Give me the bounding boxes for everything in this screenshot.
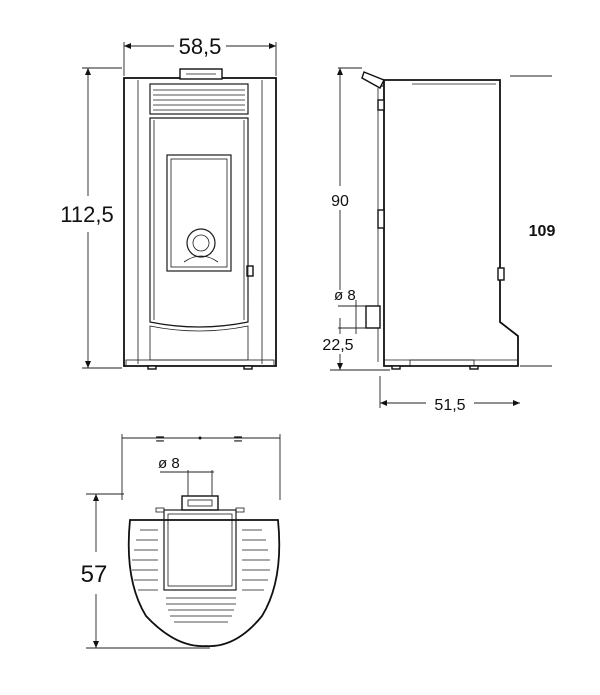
front-view: 58,5 112,5 <box>60 34 277 370</box>
top-depth-dimension: 57 <box>81 493 210 649</box>
top-depth-label: 57 <box>81 561 108 588</box>
side-view: 90 109 ø 8 22,5 51 <box>322 67 556 414</box>
front-body-outline <box>123 77 277 367</box>
top-flue-outlet <box>181 495 219 511</box>
side-pipe-height-label: 22,5 <box>322 337 353 354</box>
top-body-outline <box>127 519 281 647</box>
front-width-label: 58,5 <box>179 34 222 59</box>
front-base <box>125 359 275 367</box>
side-top-handle <box>361 71 385 89</box>
front-height-dimension: 112,5 <box>60 67 122 369</box>
front-door <box>149 117 249 328</box>
side-pipe-label: ø 8 <box>334 287 356 304</box>
front-glass-window <box>166 154 232 272</box>
top-right-vents <box>242 529 270 591</box>
top-hopper-lid <box>163 509 237 591</box>
front-burner <box>186 228 216 258</box>
side-total-height-label: 109 <box>529 223 556 240</box>
front-grille-slats <box>153 89 245 111</box>
front-width-dimension: 58,5 <box>123 34 277 76</box>
top-pipe-label: ø 8 <box>158 455 180 472</box>
side-door-handle <box>377 209 385 229</box>
side-height-90-label: 90 <box>331 193 349 210</box>
side-pipe-dimension: ø 8 <box>334 287 366 334</box>
front-latch <box>246 265 254 277</box>
side-body-outline <box>383 79 519 367</box>
front-grille <box>149 83 249 115</box>
side-pipe-height-dimension: 22,5 <box>322 318 390 371</box>
top-symmetry-left-label: = <box>155 431 164 448</box>
top-view: = = ø 8 57 <box>81 431 281 649</box>
top-left-vents <box>132 529 158 591</box>
side-depth-label: 51,5 <box>434 397 465 414</box>
side-depth-dimension: 51,5 <box>379 376 520 414</box>
top-pipe-dimension: ø 8 <box>158 455 214 496</box>
front-height-label: 112,5 <box>60 202 113 227</box>
side-total-height-dimension: 109 <box>510 75 556 367</box>
side-height-90-dimension: 90 <box>331 67 362 290</box>
side-flue-pipe <box>365 305 381 329</box>
top-front-vents <box>166 597 236 623</box>
top-symmetry-dimension: = = <box>121 431 281 500</box>
top-symmetry-right-label: = <box>233 431 242 448</box>
